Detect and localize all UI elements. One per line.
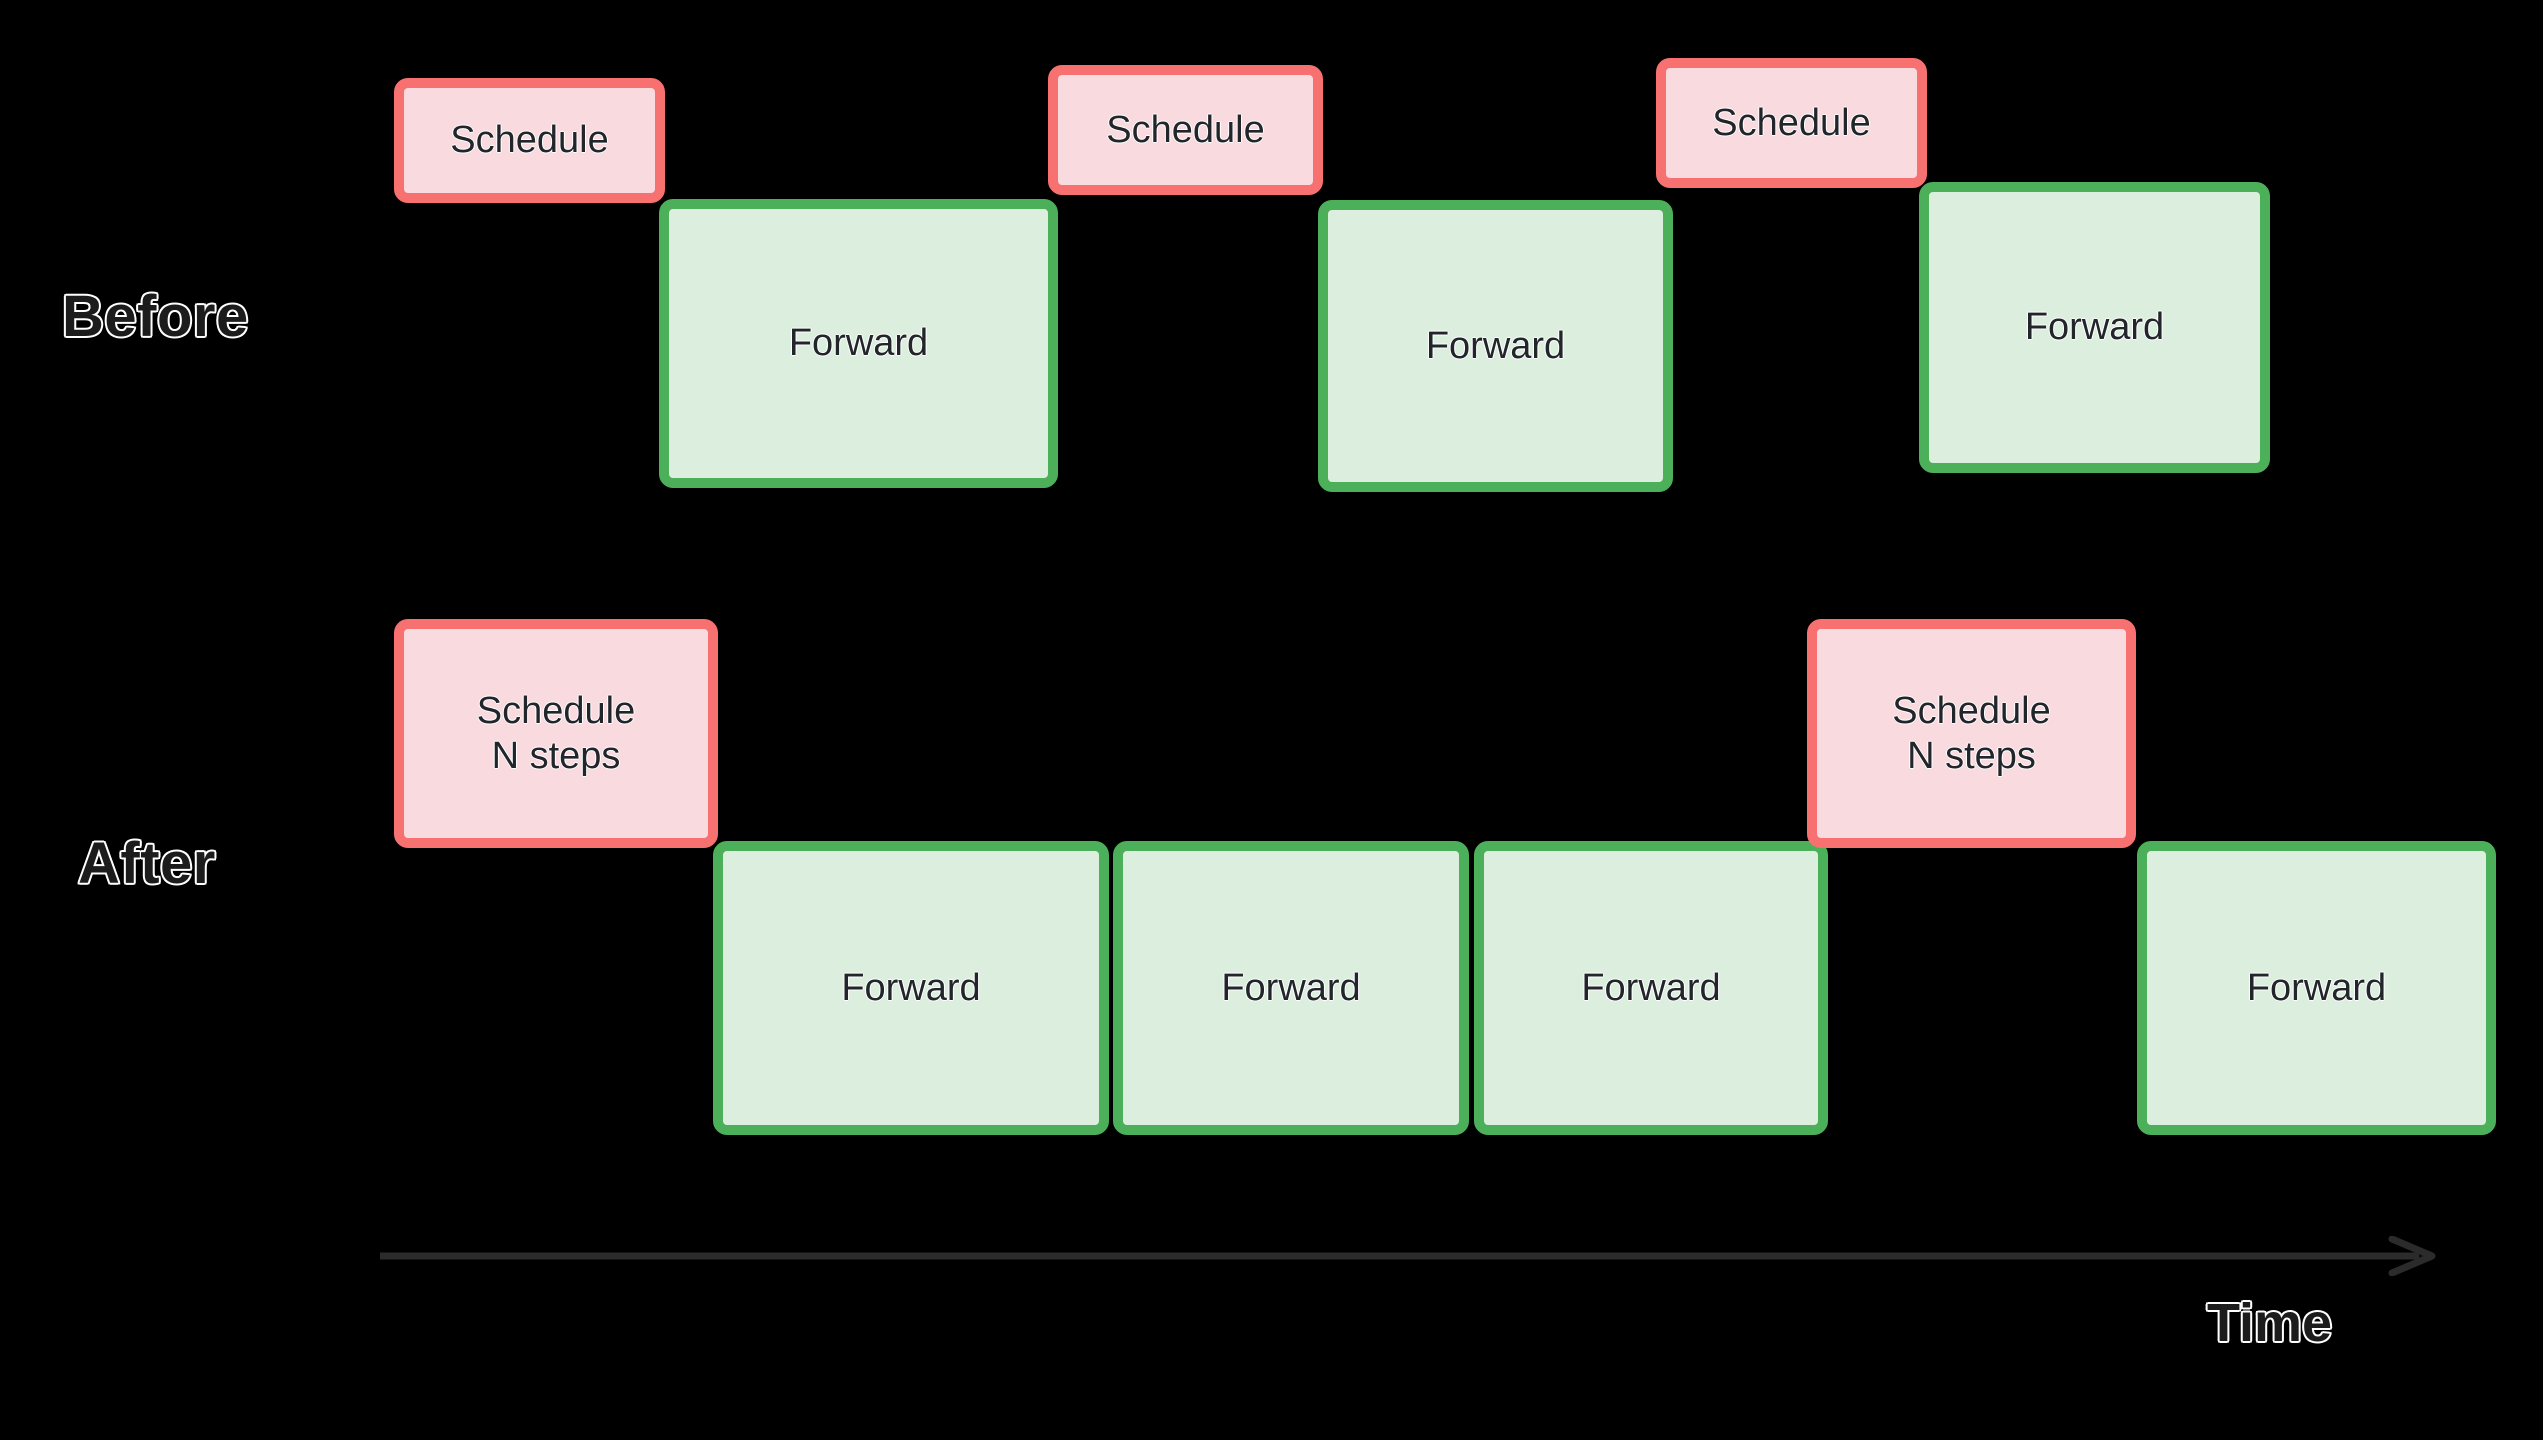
forward-block: Forward [1318, 200, 1673, 492]
forward-block: Forward [1474, 841, 1828, 1135]
arrow-right-icon [380, 1236, 2436, 1276]
forward-block: Forward [659, 199, 1058, 488]
forward-block: Forward [1919, 182, 2270, 473]
schedule-block: Schedule [394, 78, 665, 203]
row-label-before: Before [61, 284, 250, 349]
forward-block: Forward [2137, 841, 2496, 1135]
schedule-block: Schedule [1656, 58, 1927, 188]
schedule-block: Schedule N steps [394, 619, 718, 848]
forward-block: Forward [1113, 841, 1469, 1135]
row-label-after: After [77, 831, 217, 896]
schedule-block: Schedule [1048, 65, 1323, 195]
time-axis-label: Time [2205, 1293, 2333, 1353]
schedule-block: Schedule N steps [1807, 619, 2136, 848]
time-axis [380, 1236, 2440, 1276]
forward-block: Forward [713, 841, 1109, 1135]
